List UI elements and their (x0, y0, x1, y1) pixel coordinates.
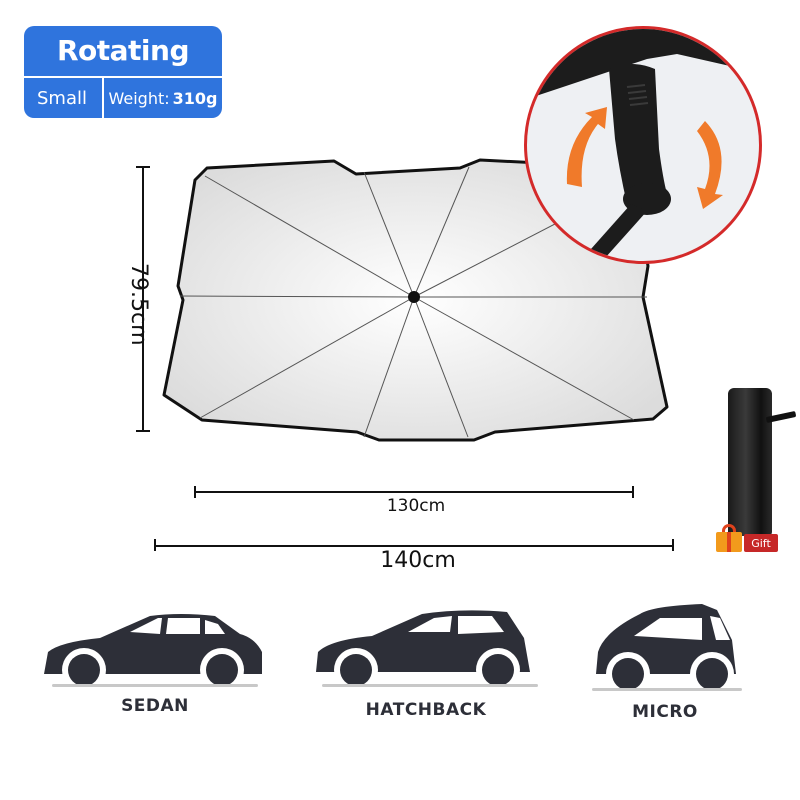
rotating-handle-icon (527, 29, 759, 261)
micro-car-icon (596, 604, 736, 692)
inner-width-label: 130cm (386, 496, 446, 516)
rotate-arrows-icon (566, 107, 723, 209)
micro-ground (592, 688, 742, 691)
sedan-label: SEDAN (121, 696, 189, 716)
inner-width-line (196, 491, 632, 493)
weight-value: 310g (172, 88, 218, 108)
hatchback-ground (322, 684, 538, 687)
outer-width-cap-right (672, 539, 674, 551)
storage-bag-icon (728, 388, 772, 536)
badge-weight: Weight:310g (104, 78, 222, 118)
gift-box-icon (716, 532, 742, 552)
hatchback-car-icon (316, 610, 530, 690)
badge-divider (24, 76, 222, 78)
height-cap-top (136, 166, 150, 168)
inner-width-cap-left (194, 486, 196, 498)
badge-separator (102, 78, 104, 118)
micro-label: MICRO (632, 702, 698, 722)
height-cap-bottom (136, 430, 150, 432)
outer-width-line (156, 545, 674, 547)
badge-size: Small (37, 87, 87, 109)
gift-label: Gift (744, 534, 778, 552)
spec-badge: Rotating Small Weight:310g (24, 26, 222, 118)
sedan-ground (52, 684, 258, 687)
outer-width-cap-left (154, 539, 156, 551)
weight-label: Weight: (108, 88, 170, 108)
outer-width-label: 140cm (380, 548, 456, 573)
gift-bow-icon (722, 524, 736, 532)
badge-spec-row: Small Weight:310g (24, 78, 222, 118)
hatchback-label: HATCHBACK (365, 700, 487, 720)
handle-detail-callout (524, 26, 762, 264)
badge-title: Rotating (56, 33, 190, 67)
height-dimension-line (142, 166, 144, 432)
sedan-car-icon (44, 614, 262, 692)
height-label: 79.5cm (126, 263, 151, 346)
inner-width-cap-right (632, 486, 634, 498)
